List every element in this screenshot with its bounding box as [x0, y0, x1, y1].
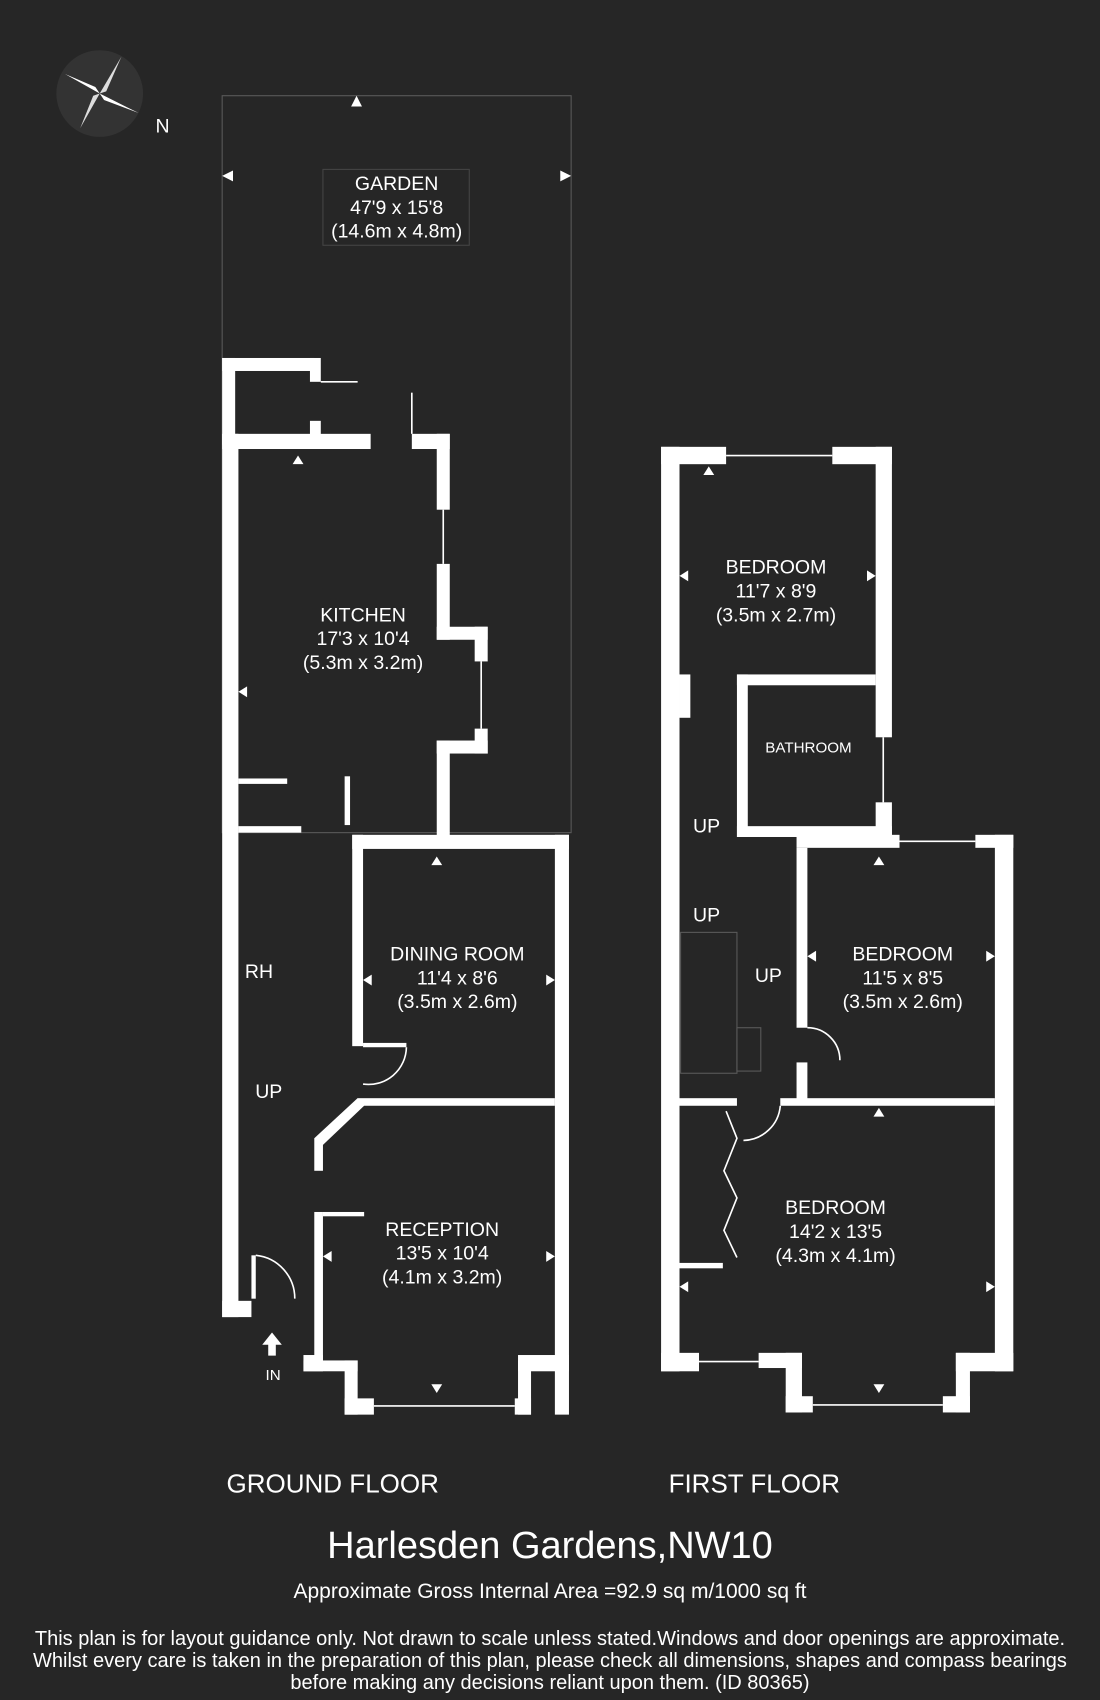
reception-name: RECEPTION	[385, 1219, 499, 1241]
disclaimer: This plan is for layout guidance only. N…	[33, 1628, 1067, 1694]
bathroom-name: BATHROOM	[765, 739, 851, 756]
garden-metric: (14.6m x 4.8m)	[331, 221, 462, 243]
ground-floor-walls	[222, 357, 569, 1415]
kitchen-name: KITCHEN	[320, 604, 406, 626]
compass-north-label: N	[156, 116, 170, 138]
bedroom3-metric: (4.3m x 4.1m)	[775, 1245, 895, 1267]
rh-marker: RH	[245, 961, 273, 983]
dining-name: DINING ROOM	[390, 944, 524, 966]
bedroom1-name: BEDROOM	[726, 557, 827, 579]
gross-area: Approximate Gross Internal Area =92.9 sq…	[293, 1580, 807, 1603]
reception-metric: (4.1m x 3.2m)	[382, 1266, 502, 1288]
bedroom3-name: BEDROOM	[785, 1197, 886, 1219]
property-title: Harlesden Gardens,NW10	[327, 1525, 773, 1567]
garden-area: GARDEN 47'9 x 15'8 (14.6m x 4.8m)	[221, 95, 572, 834]
garden-imperial: 47'9 x 15'8	[350, 197, 443, 219]
dining-imperial: 11'4 x 8'6	[417, 967, 498, 989]
entrance-marker: IN	[266, 1367, 281, 1384]
ground-floor-label: GROUND FLOOR	[227, 1469, 439, 1499]
bedroom2-metric: (3.5m x 2.6m)	[843, 991, 963, 1013]
stairs-up-marker-2: UP	[693, 905, 720, 927]
kitchen-metric: (5.3m x 3.2m)	[303, 652, 423, 674]
stairs-up-marker: UP	[255, 1081, 282, 1103]
reception-imperial: 13'5 x 10'4	[396, 1243, 489, 1265]
first-floor-walls	[661, 446, 1014, 1413]
bedroom1-metric: (3.5m x 2.7m)	[716, 604, 836, 626]
bedroom3-imperial: 14'2 x 13'5	[789, 1221, 882, 1243]
first-floor-label: FIRST FLOOR	[669, 1469, 840, 1499]
bedroom2-name: BEDROOM	[852, 944, 953, 966]
garden-name: GARDEN	[355, 173, 438, 195]
landing-up-marker: UP	[693, 816, 720, 838]
first-floor-labels: BEDROOM 11'7 x 8'9 (3.5m x 2.7m) BATHROO…	[679, 466, 995, 1393]
ground-floor-labels: KITCHEN 17'3 x 10'4 (5.3m x 3.2m) DINING…	[238, 455, 555, 1393]
bedroom1-imperial: 11'7 x 8'9	[736, 580, 817, 602]
bedroom2-imperial: 11'5 x 8'5	[862, 967, 943, 989]
compass-icon: N	[56, 50, 170, 138]
kitchen-imperial: 17'3 x 10'4	[316, 628, 409, 650]
dining-metric: (3.5m x 2.6m)	[397, 991, 517, 1013]
stairs-up-marker-3: UP	[755, 965, 782, 987]
